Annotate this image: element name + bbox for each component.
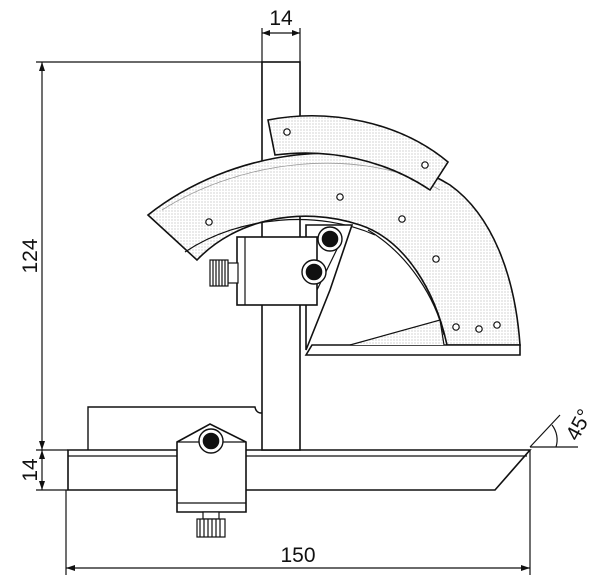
blade-clamp [236, 224, 354, 351]
vernier-segment [267, 115, 450, 192]
dim-top-width: 14 [269, 7, 293, 30]
dim-height-total: 124 [19, 238, 42, 273]
dimension-arrows [39, 30, 530, 571]
base-clamp [176, 423, 247, 513]
dim-base-length: 150 [280, 544, 315, 567]
dimension-lines [36, 28, 578, 575]
sector-blade [304, 319, 521, 356]
blade-clamp-knob [209, 259, 239, 287]
angle-arc [551, 424, 558, 448]
rivet-holes [205, 128, 501, 333]
dim-bevel-angle: 45° [562, 406, 597, 445]
dim-base-thickness: 14 [19, 458, 42, 482]
base-clamp-knob [196, 511, 226, 538]
